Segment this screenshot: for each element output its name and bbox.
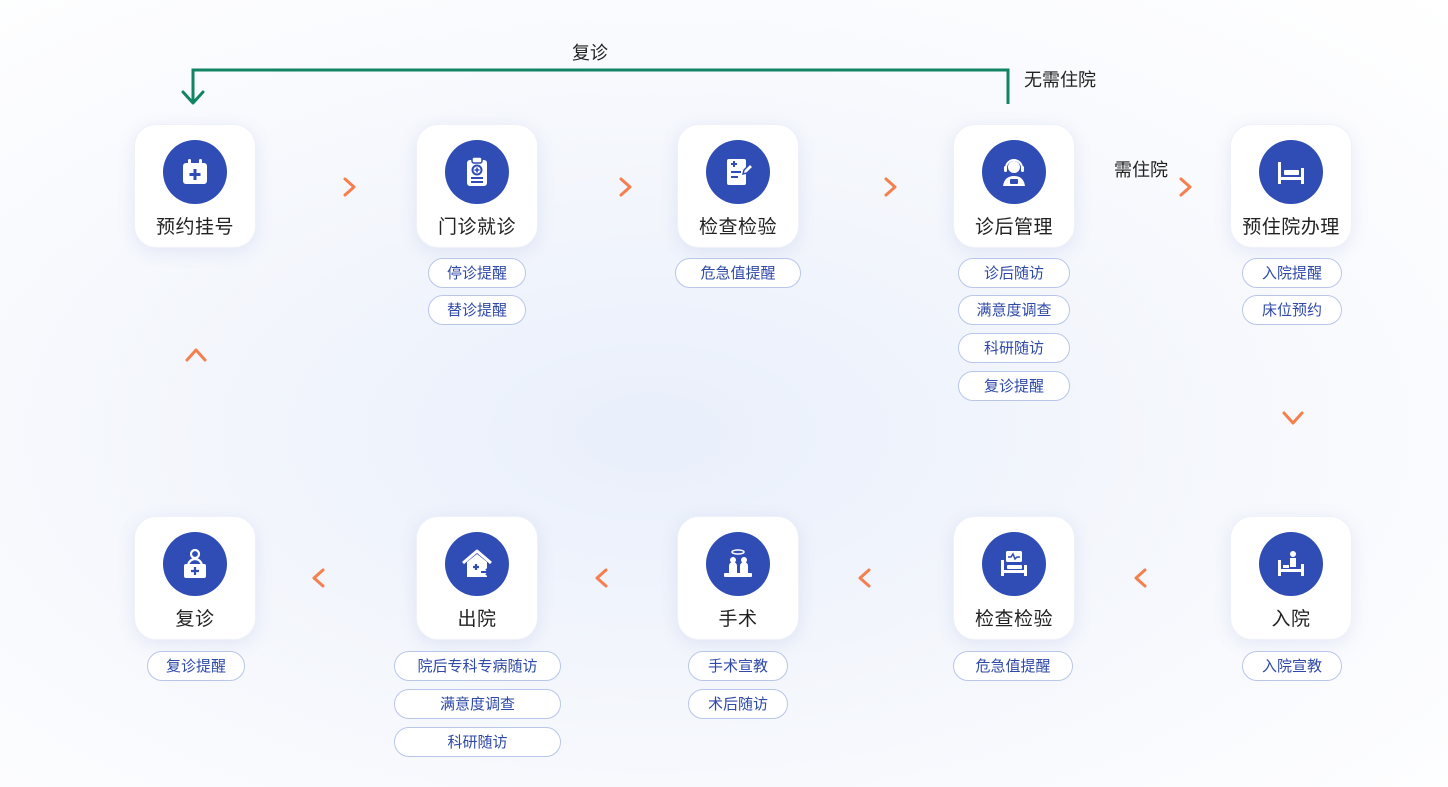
tag-examination-bottom-0[interactable]: 危急值提醒 [953, 651, 1073, 681]
node-label: 检查检验 [698, 217, 777, 238]
node-label: 手术 [718, 609, 758, 630]
arrow-right-icon [305, 177, 356, 197]
arrow-right-icon [1113, 177, 1192, 197]
node-label: 门诊就诊 [437, 217, 516, 238]
doctor-headset-icon [982, 140, 1046, 204]
arrow-left-icon [312, 568, 363, 588]
node-label: 检查检验 [974, 609, 1053, 630]
need-admission-label: 需住院 [1114, 160, 1168, 180]
loop-revisit-label: 复诊 [572, 43, 608, 63]
bed-icon [1259, 140, 1323, 204]
tag-admission-0[interactable]: 入院宣教 [1242, 651, 1342, 681]
node-outpatient[interactable]: 门诊就诊 [416, 124, 538, 248]
tag-outpatient-0[interactable]: 停诊提醒 [428, 258, 526, 288]
patient-bed-icon [1259, 532, 1323, 596]
arrow-down-icon [1282, 356, 1304, 425]
node-label: 复诊 [175, 609, 215, 630]
node-label: 诊后管理 [974, 217, 1053, 238]
node-discharge[interactable]: 出院 [416, 516, 538, 640]
node-examination-bottom[interactable]: 检查检验 [953, 516, 1075, 640]
node-admission[interactable]: 入院 [1230, 516, 1352, 640]
surgery-icon [706, 532, 770, 596]
medical-report-icon [706, 140, 770, 204]
tag-revisit-0[interactable]: 复诊提醒 [147, 651, 245, 681]
arrow-right-icon [846, 177, 897, 197]
tag-pre-admission-1[interactable]: 床位预约 [1242, 295, 1342, 325]
node-appointment[interactable]: 预约挂号 [134, 124, 256, 248]
tag-discharge-1[interactable]: 满意度调查 [394, 689, 561, 719]
arrow-left-icon [858, 568, 909, 588]
clipboard-medical-icon [445, 140, 509, 204]
node-label: 预约挂号 [155, 217, 234, 238]
calendar-plus-icon [163, 140, 227, 204]
arrow-right-icon [581, 177, 632, 197]
tag-outpatient-1[interactable]: 替诊提醒 [428, 295, 526, 325]
tag-post-visit-0[interactable]: 诊后随访 [958, 258, 1070, 288]
arrow-left-icon [1134, 568, 1185, 588]
medical-kit-user-icon [163, 532, 227, 596]
node-label: 入院 [1271, 609, 1311, 630]
tag-pre-admission-0[interactable]: 入院提醒 [1242, 258, 1342, 288]
tag-post-visit-1[interactable]: 满意度调查 [958, 295, 1070, 325]
node-examination-top[interactable]: 检查检验 [677, 124, 799, 248]
node-label: 出院 [457, 609, 497, 630]
tag-discharge-0[interactable]: 院后专科专病随访 [394, 651, 561, 681]
tag-examination-top-0[interactable]: 危急值提醒 [675, 258, 801, 288]
node-label: 预住院办理 [1242, 217, 1340, 238]
node-post-visit[interactable]: 诊后管理 [953, 124, 1075, 248]
arrow-left-icon [595, 568, 646, 588]
arrow-up-icon [185, 348, 207, 420]
home-exit-icon [445, 532, 509, 596]
tag-post-visit-2[interactable]: 科研随访 [958, 333, 1070, 363]
tag-surgery-0[interactable]: 手术宣教 [688, 651, 788, 681]
tag-discharge-2[interactable]: 科研随访 [394, 727, 561, 757]
node-revisit[interactable]: 复诊 [134, 516, 256, 640]
node-surgery[interactable]: 手术 [677, 516, 799, 640]
loop-no-admission-label: 无需住院 [1024, 70, 1096, 90]
node-pre-admission[interactable]: 预住院办理 [1230, 124, 1352, 248]
tag-post-visit-3[interactable]: 复诊提醒 [958, 371, 1070, 401]
monitor-bed-icon [982, 532, 1046, 596]
tag-surgery-1[interactable]: 术后随访 [688, 689, 788, 719]
